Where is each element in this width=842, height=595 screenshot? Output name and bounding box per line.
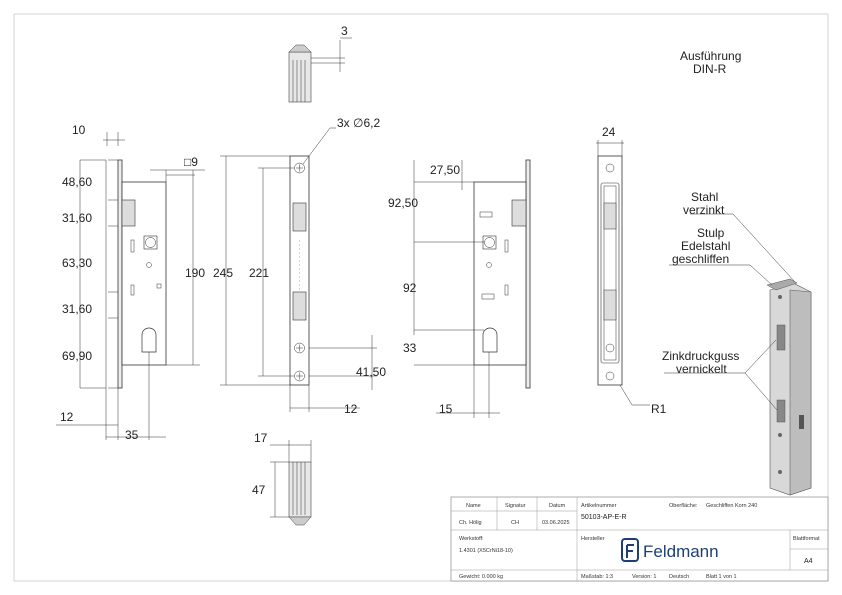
tb-massstab: Maßstab: 1:3 [581, 574, 613, 580]
dim-190-label: 190 [185, 266, 205, 280]
lock-side-view [473, 159, 531, 389]
tb-version: Version: 1 [632, 574, 656, 580]
tb-header-name: Name [466, 503, 481, 509]
dim-47-label: 47 [252, 483, 266, 497]
dim-15-label: 15 [439, 402, 453, 416]
tb-value-artikel: 50103-AP-E-R [581, 514, 627, 521]
tb-blatt: Blatt 1 von 1 [706, 574, 737, 580]
variant-line2: DIN-R [693, 62, 727, 76]
faceplate-edge-view [596, 140, 650, 406]
dim-92-label: 92 [403, 281, 417, 295]
dim-3160a-label: 31,60 [62, 211, 92, 225]
dim-4860-label: 48,60 [62, 175, 92, 189]
callout-stulp-3: geschliffen [672, 252, 729, 266]
dim-4150-label: 41,50 [356, 365, 386, 379]
dim-245-label: 245 [213, 266, 233, 280]
feldmann-logo: Feldmann [643, 542, 719, 561]
sheet-border [13, 13, 829, 582]
dim-3-label: 3 [341, 24, 348, 38]
tb-header-hersteller: Hersteller [581, 536, 605, 542]
tb-value-oberflaeche: Geschliffen Korn 240 [706, 503, 757, 509]
variant-line1: Ausführung [680, 49, 741, 63]
center-dimension-lines [413, 160, 500, 418]
tb-value-werkstoff: 1.4301 (X5CrNi18-10) [459, 548, 513, 554]
dim-9250-label: 92,50 [388, 196, 418, 210]
faceplate-view [289, 155, 310, 386]
tb-header-artikel: Artikelnummer [581, 503, 617, 509]
tb-value-name: Ch. Hölig [459, 520, 482, 526]
tb-header-signatur: Signatur [505, 503, 526, 509]
callout-stahl-2: verzinkt [683, 203, 725, 217]
dim-r1-label: R1 [651, 402, 667, 416]
dim-17-label: 17 [254, 431, 268, 445]
tb-header-werkstoff: Werkstoff: [459, 536, 484, 542]
dim-12b-label: 12 [344, 402, 358, 416]
tb-gewicht: Gewicht: 0.000 kg [459, 574, 503, 580]
dim-9-label: □9 [184, 155, 198, 169]
tb-header-datum: Datum [549, 503, 566, 509]
dim-12a-label: 12 [60, 410, 74, 424]
callout-zink-1: Zinkdruckguss [662, 349, 739, 363]
dim-221-label: 221 [249, 266, 269, 280]
callout-stulp-1: Stulp [697, 226, 725, 240]
callout-stulp-2: Edelstahl [681, 239, 730, 253]
dim-holes-label: 3x ∅6,2 [337, 116, 380, 130]
callout-zink-2: vernickelt [676, 362, 727, 376]
dim-10-label: 10 [72, 123, 86, 137]
dim-24-label: 24 [602, 125, 616, 139]
dim-35-label: 35 [125, 428, 139, 442]
dim-6990-label: 69,90 [62, 349, 92, 363]
dim-3160b-label: 31,60 [62, 302, 92, 316]
dim-33-label: 33 [403, 341, 417, 355]
tb-value-datum: 03.06.2025 [542, 520, 570, 526]
dim-6330-label: 63,30 [62, 256, 92, 270]
title-block [450, 496, 829, 582]
tb-header-oberflaeche: Oberfläche: [669, 503, 698, 509]
callout-leaders [664, 213, 796, 411]
left-dimension-lines [56, 132, 205, 440]
bolt-top-detail [288, 37, 352, 103]
tb-header-blattformat: Blattformat [793, 536, 820, 542]
tb-value-blattformat: A4 [804, 558, 813, 565]
callout-stahl-1: Stahl [691, 190, 718, 204]
dim-2750-label: 27,50 [430, 163, 460, 177]
tb-value-signatur: CH [511, 520, 519, 526]
lock-3d-view [766, 278, 812, 496]
lock-front-view [117, 159, 167, 389]
tb-sprache: Deutsch [669, 574, 689, 580]
bolt-bottom-detail [270, 440, 312, 526]
faceplate-dimension-lines [220, 127, 377, 412]
